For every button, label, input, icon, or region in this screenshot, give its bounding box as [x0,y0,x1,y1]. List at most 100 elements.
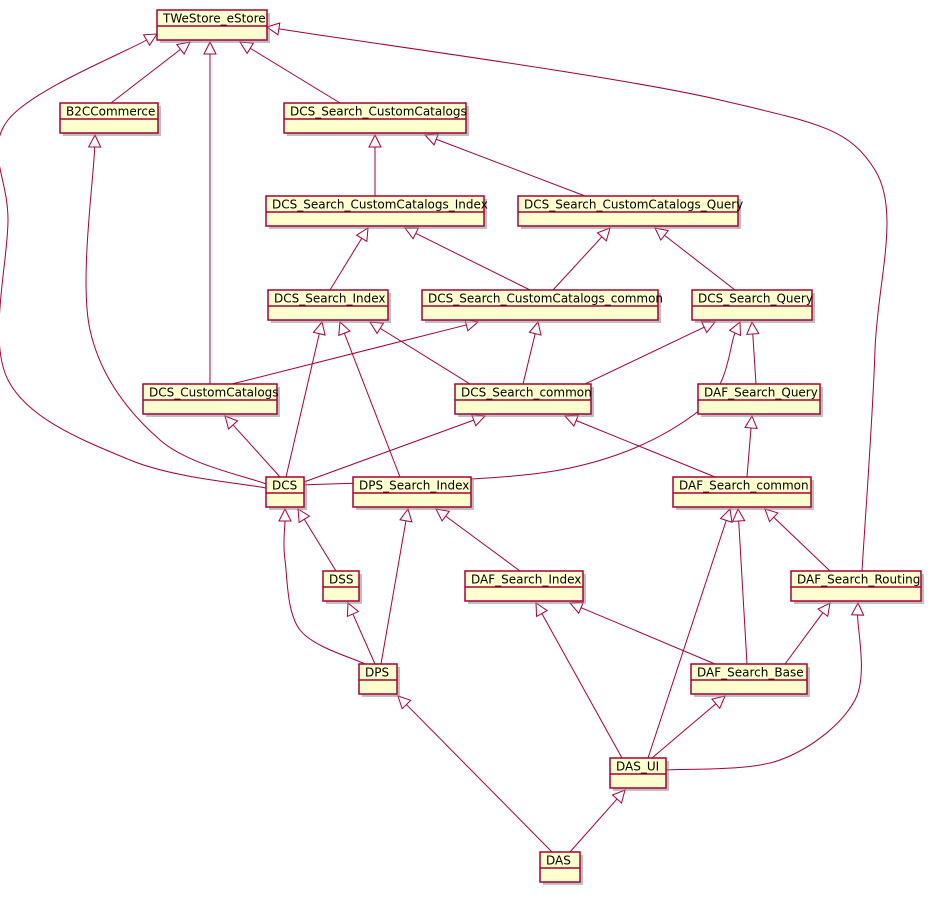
edge-line [85,146,267,485]
dependency-edge [265,22,888,572]
inheritance-arrow-icon [346,601,360,618]
node-box [464,570,584,602]
dependency-edge [239,41,341,104]
edge-line [0,39,267,489]
edge-line [664,234,736,291]
edge-line [278,28,888,572]
edge-line [232,424,281,478]
dependency-edge [647,507,733,759]
edge-line [303,419,474,483]
edge-line [580,607,716,665]
node-box [358,663,398,695]
dependency-edge [203,40,217,384]
inheritance-arrow-icon [369,321,385,335]
package-node-dcs-scc: DCS_Search_CustomCatalogs [283,102,469,136]
edge-line [665,614,862,771]
edge-line [569,798,618,853]
package-node-dcs-scc-query: DCS_Search_CustomCatalogs_Query [517,195,743,229]
node-label: DAF_Search_Index [471,573,581,587]
inheritance-arrow-icon [265,22,281,36]
inheritance-arrow-icon [175,41,191,56]
inheritance-arrow-icon [368,133,382,148]
edge-layer [0,22,888,853]
node-label: DCS_Search_CustomCatalogs_common [428,292,663,306]
dependency-edge [764,508,831,572]
dependency-edge [329,227,369,291]
node-label: DAF_Search_Routing [797,573,920,587]
edge-line [651,703,717,759]
node-box [265,476,305,508]
package-node-twestore: TWeStore_eStore [156,9,270,43]
node-label: DPS_Search_Index [359,479,469,493]
inheritance-arrow-icon [528,320,542,336]
edge-line [379,327,471,385]
edge-line [738,520,748,665]
edge-line [746,427,752,478]
inheritance-arrow-icon [142,33,158,47]
node-label: DCS_Search_Index [274,292,386,306]
dependency-edge [731,507,748,665]
inheritance-arrow-icon [297,508,311,524]
inheritance-arrow-icon [87,133,102,148]
inheritance-arrow-icon [397,695,412,710]
node-label: DCS_Search_Query [698,292,813,306]
node-box [691,289,813,321]
edge-line [285,333,320,478]
node-label: DCS_Search_CustomCatalogs_Index [272,198,488,212]
node-label: DAF_Search_Base [697,666,804,680]
package-node-daf-search-routing: DAF_Search_Routing [790,570,924,604]
node-box [539,851,581,883]
edge-line [415,232,531,291]
edge-line [406,704,553,853]
node-box [690,663,808,695]
edge-line [445,515,521,572]
inheritance-arrow-icon [338,320,351,337]
node-box [454,383,592,415]
package-node-daf-search-base: DAF_Search_Base [690,663,810,697]
package-node-dcs-search-query: DCS_Search_Query [691,289,815,323]
package-node-dcs-search-index: DCS_Search_Index [267,289,391,323]
node-label: DAF_Search_common [679,479,809,493]
inheritance-arrow-icon [203,40,217,55]
inheritance-arrow-icon [817,602,831,618]
edge-line [303,518,337,572]
edge-line [752,333,757,385]
edge-line [329,237,363,291]
edge-line [343,333,401,478]
package-node-dps-search-index: DPS_Search_Index [352,476,474,510]
dependency-edge [784,602,831,665]
edge-line [584,326,705,385]
inheritance-arrow-icon [764,508,779,523]
node-label: DCS_Search_CustomCatalogs_Query [524,198,743,212]
edge-line [436,138,586,197]
inheritance-arrow-icon [596,227,611,242]
inheritance-arrow-icon [654,227,670,242]
dependency-edge [563,414,716,478]
node-label: B2CCommerce [66,105,155,119]
inheritance-arrow-icon [719,507,733,524]
node-label: DAS_UI [616,760,659,774]
inheritance-arrow-icon [535,602,549,618]
dependency-edge [423,133,586,197]
edge-line [541,613,623,759]
node-box [265,195,485,227]
node-label: TWeStore_eStore [162,12,266,26]
edge-line [647,520,727,759]
dependency-edge [584,321,717,385]
package-node-dcs-search-common: DCS_Search_common [454,383,594,417]
edge-line [249,47,341,104]
node-label: DPS [365,666,389,680]
node-box [517,195,739,227]
package-node-daf-search-common: DAF_Search_common [672,476,814,510]
node-box [59,102,159,134]
dependency-edge [369,321,471,385]
node-box [267,289,389,321]
dependency-edge [278,507,366,665]
dependency-edge [338,320,401,478]
package-node-dcs: DCS [265,476,307,510]
dependency-edge [535,602,623,759]
dependency-edge [231,318,480,385]
dependency-edge [397,695,553,853]
node-box [142,383,278,415]
